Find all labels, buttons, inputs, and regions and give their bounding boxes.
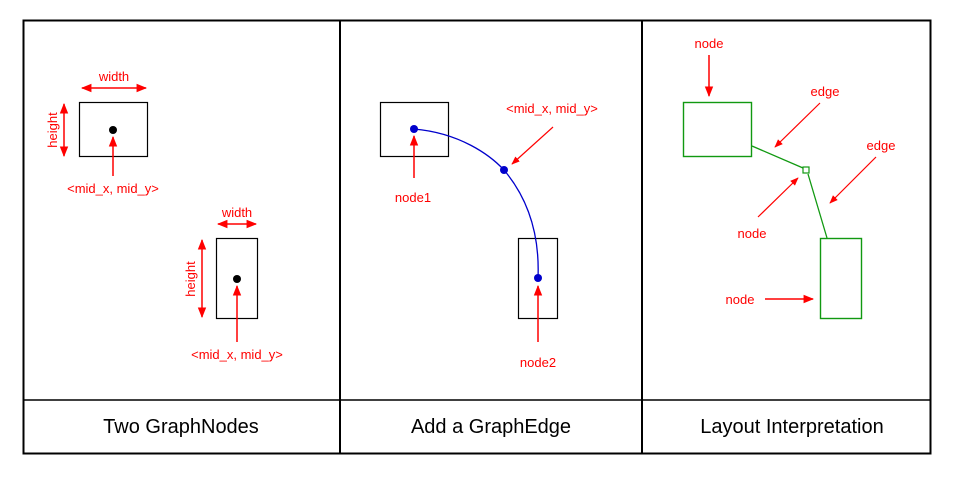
mid-label: <mid_x, mid_y> <box>191 347 283 362</box>
mid-label: <mid_x, mid_y> <box>506 101 598 116</box>
pointer-arrow <box>511 126 554 165</box>
diagram-frame <box>22 19 932 455</box>
edge-label: edge <box>811 84 840 99</box>
panel-caption: Two GraphNodes <box>103 416 259 438</box>
panel-add-graphedge: <mid_x, mid_y> node1 node2 <box>379 101 598 370</box>
panel-two-graphnodes: width height <mid_x, mid_y> width height… <box>45 69 283 362</box>
layout-bend-node <box>802 166 810 174</box>
node-label: node <box>738 226 767 241</box>
node-label: node <box>695 36 724 51</box>
layout-edge <box>751 145 804 169</box>
node-center-dot <box>233 275 241 283</box>
node-label: node <box>726 292 755 307</box>
mid-label: <mid_x, mid_y> <box>67 181 159 196</box>
pointer-arrow <box>757 177 799 218</box>
edge-endpoint-dot <box>410 125 418 133</box>
layout-node <box>682 101 753 158</box>
width-label: width <box>98 69 129 84</box>
height-label: height <box>183 261 198 297</box>
panel-caption: Add a GraphEdge <box>411 416 571 438</box>
pointer-arrow <box>774 102 821 148</box>
edge-midpoint-dot <box>500 166 508 174</box>
layout-edge <box>807 173 828 239</box>
node1-label: node1 <box>395 190 431 205</box>
node-center-dot <box>109 126 117 134</box>
layout-node <box>819 237 863 320</box>
node2-label: node2 <box>520 355 556 370</box>
width-label: width <box>221 205 252 220</box>
edge-endpoint-dot <box>534 274 542 282</box>
graph-edge-curve <box>413 128 539 279</box>
edge-label: edge <box>867 138 896 153</box>
height-label: height <box>45 112 60 148</box>
pointer-arrow <box>829 156 877 204</box>
panel-caption: Layout Interpretation <box>700 416 883 438</box>
panel-layout-interpretation: node edge edge node node <box>682 36 896 320</box>
